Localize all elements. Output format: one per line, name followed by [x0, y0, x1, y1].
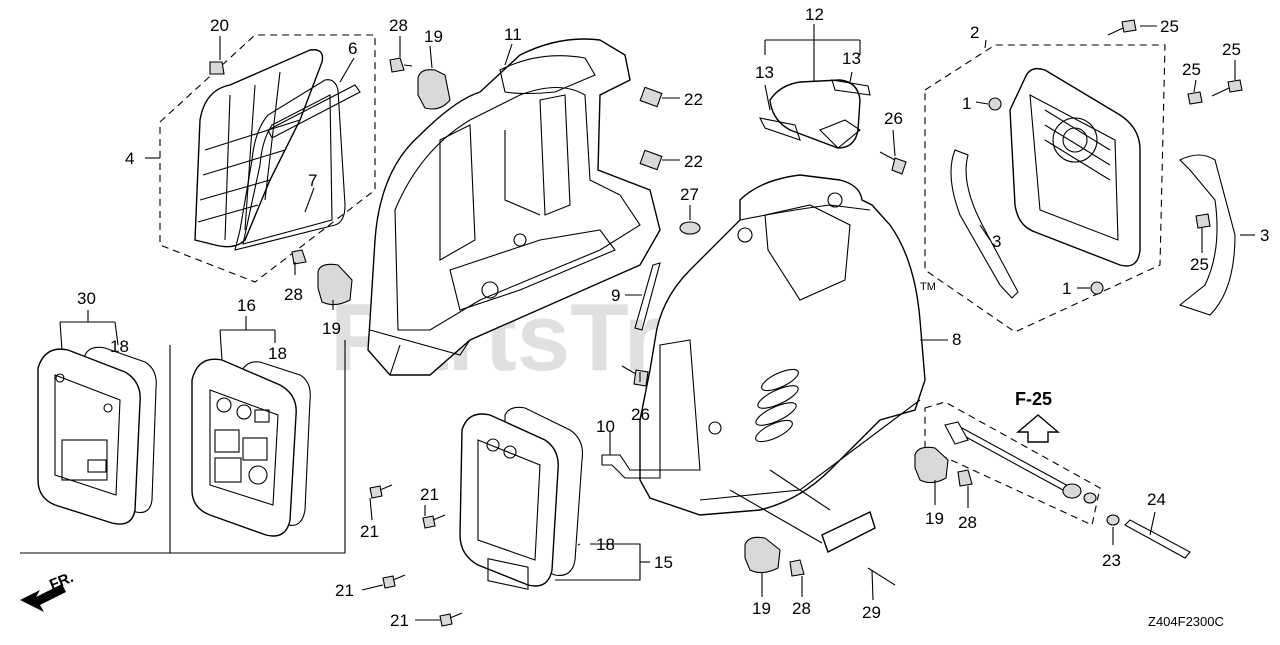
shaft-group-frame	[924, 401, 1101, 526]
frame	[367, 38, 661, 376]
callout-28-b: 28	[284, 285, 303, 304]
callout-23: 23	[1102, 551, 1121, 570]
callout-1-a: 1	[962, 94, 971, 113]
callout-8: 8	[952, 330, 961, 349]
callout-22-b: 22	[684, 152, 703, 171]
callout-18-c: 18	[596, 535, 615, 554]
callout-7: 7	[308, 171, 317, 190]
handle-lid	[759, 79, 871, 149]
callout-29: 29	[862, 603, 881, 622]
callout-11: 11	[504, 25, 522, 44]
callout-25-c: 25	[1222, 40, 1241, 59]
rear-cover	[950, 67, 1236, 316]
callout-12: 12	[805, 5, 824, 24]
callout-26-b: 26	[631, 405, 650, 424]
front-panel-assembly	[459, 406, 584, 590]
callout-28-d: 28	[792, 599, 811, 618]
leader-lines	[59, 24, 1255, 621]
callout-19-b: 19	[322, 319, 341, 338]
callout-26-a: 26	[884, 109, 903, 128]
callout-16: 16	[237, 296, 256, 315]
callout-2: 2	[970, 23, 979, 42]
maintenance-lid	[194, 49, 361, 251]
section-label: F-25	[1015, 389, 1052, 409]
callout-6: 6	[348, 39, 357, 58]
callout-25-a: 25	[1160, 17, 1179, 36]
callout-27: 27	[680, 185, 699, 204]
callout-30: 30	[77, 289, 96, 308]
watermark-tm: TM	[920, 281, 936, 293]
callout-18-b: 18	[268, 344, 287, 363]
callout-21-b: 21	[420, 485, 439, 504]
figure-code: Z404F2300C	[1148, 614, 1224, 629]
callout-18-a: 18	[110, 337, 129, 356]
callout-3-a: 3	[992, 232, 1001, 251]
hardware	[20, 19, 1243, 627]
callout-28-a: 28	[389, 16, 408, 35]
callout-19-a: 19	[424, 27, 443, 46]
callout-28-c: 28	[958, 513, 977, 532]
callout-21-d: 21	[390, 611, 409, 630]
main-housing	[639, 174, 926, 516]
callout-4: 4	[125, 149, 134, 168]
callout-1-b: 1	[1062, 279, 1071, 298]
front-panel-outer	[37, 346, 157, 525]
callout-19-d: 19	[752, 599, 771, 618]
callout-24: 24	[1147, 490, 1166, 509]
callout-9: 9	[611, 286, 620, 305]
callout-15: 15	[654, 553, 673, 572]
group-frames	[20, 34, 1166, 554]
callout-21-a: 21	[360, 522, 379, 541]
callout-13-a: 13	[755, 63, 774, 82]
callout-13-b: 13	[842, 49, 861, 68]
callout-19-c: 19	[925, 509, 944, 528]
callout-21-c: 21	[335, 581, 354, 600]
callout-20: 20	[210, 16, 229, 35]
callout-22-a: 22	[684, 90, 703, 109]
front-panel-left	[191, 358, 311, 537]
callout-10: 10	[596, 417, 615, 436]
callout-25-b: 25	[1182, 60, 1201, 79]
rear-cover-group-frame	[924, 44, 1166, 333]
callout-3-b: 3	[1260, 226, 1269, 245]
front-direction-label: FR.	[47, 569, 76, 594]
callout-25-d: 25	[1190, 255, 1209, 274]
